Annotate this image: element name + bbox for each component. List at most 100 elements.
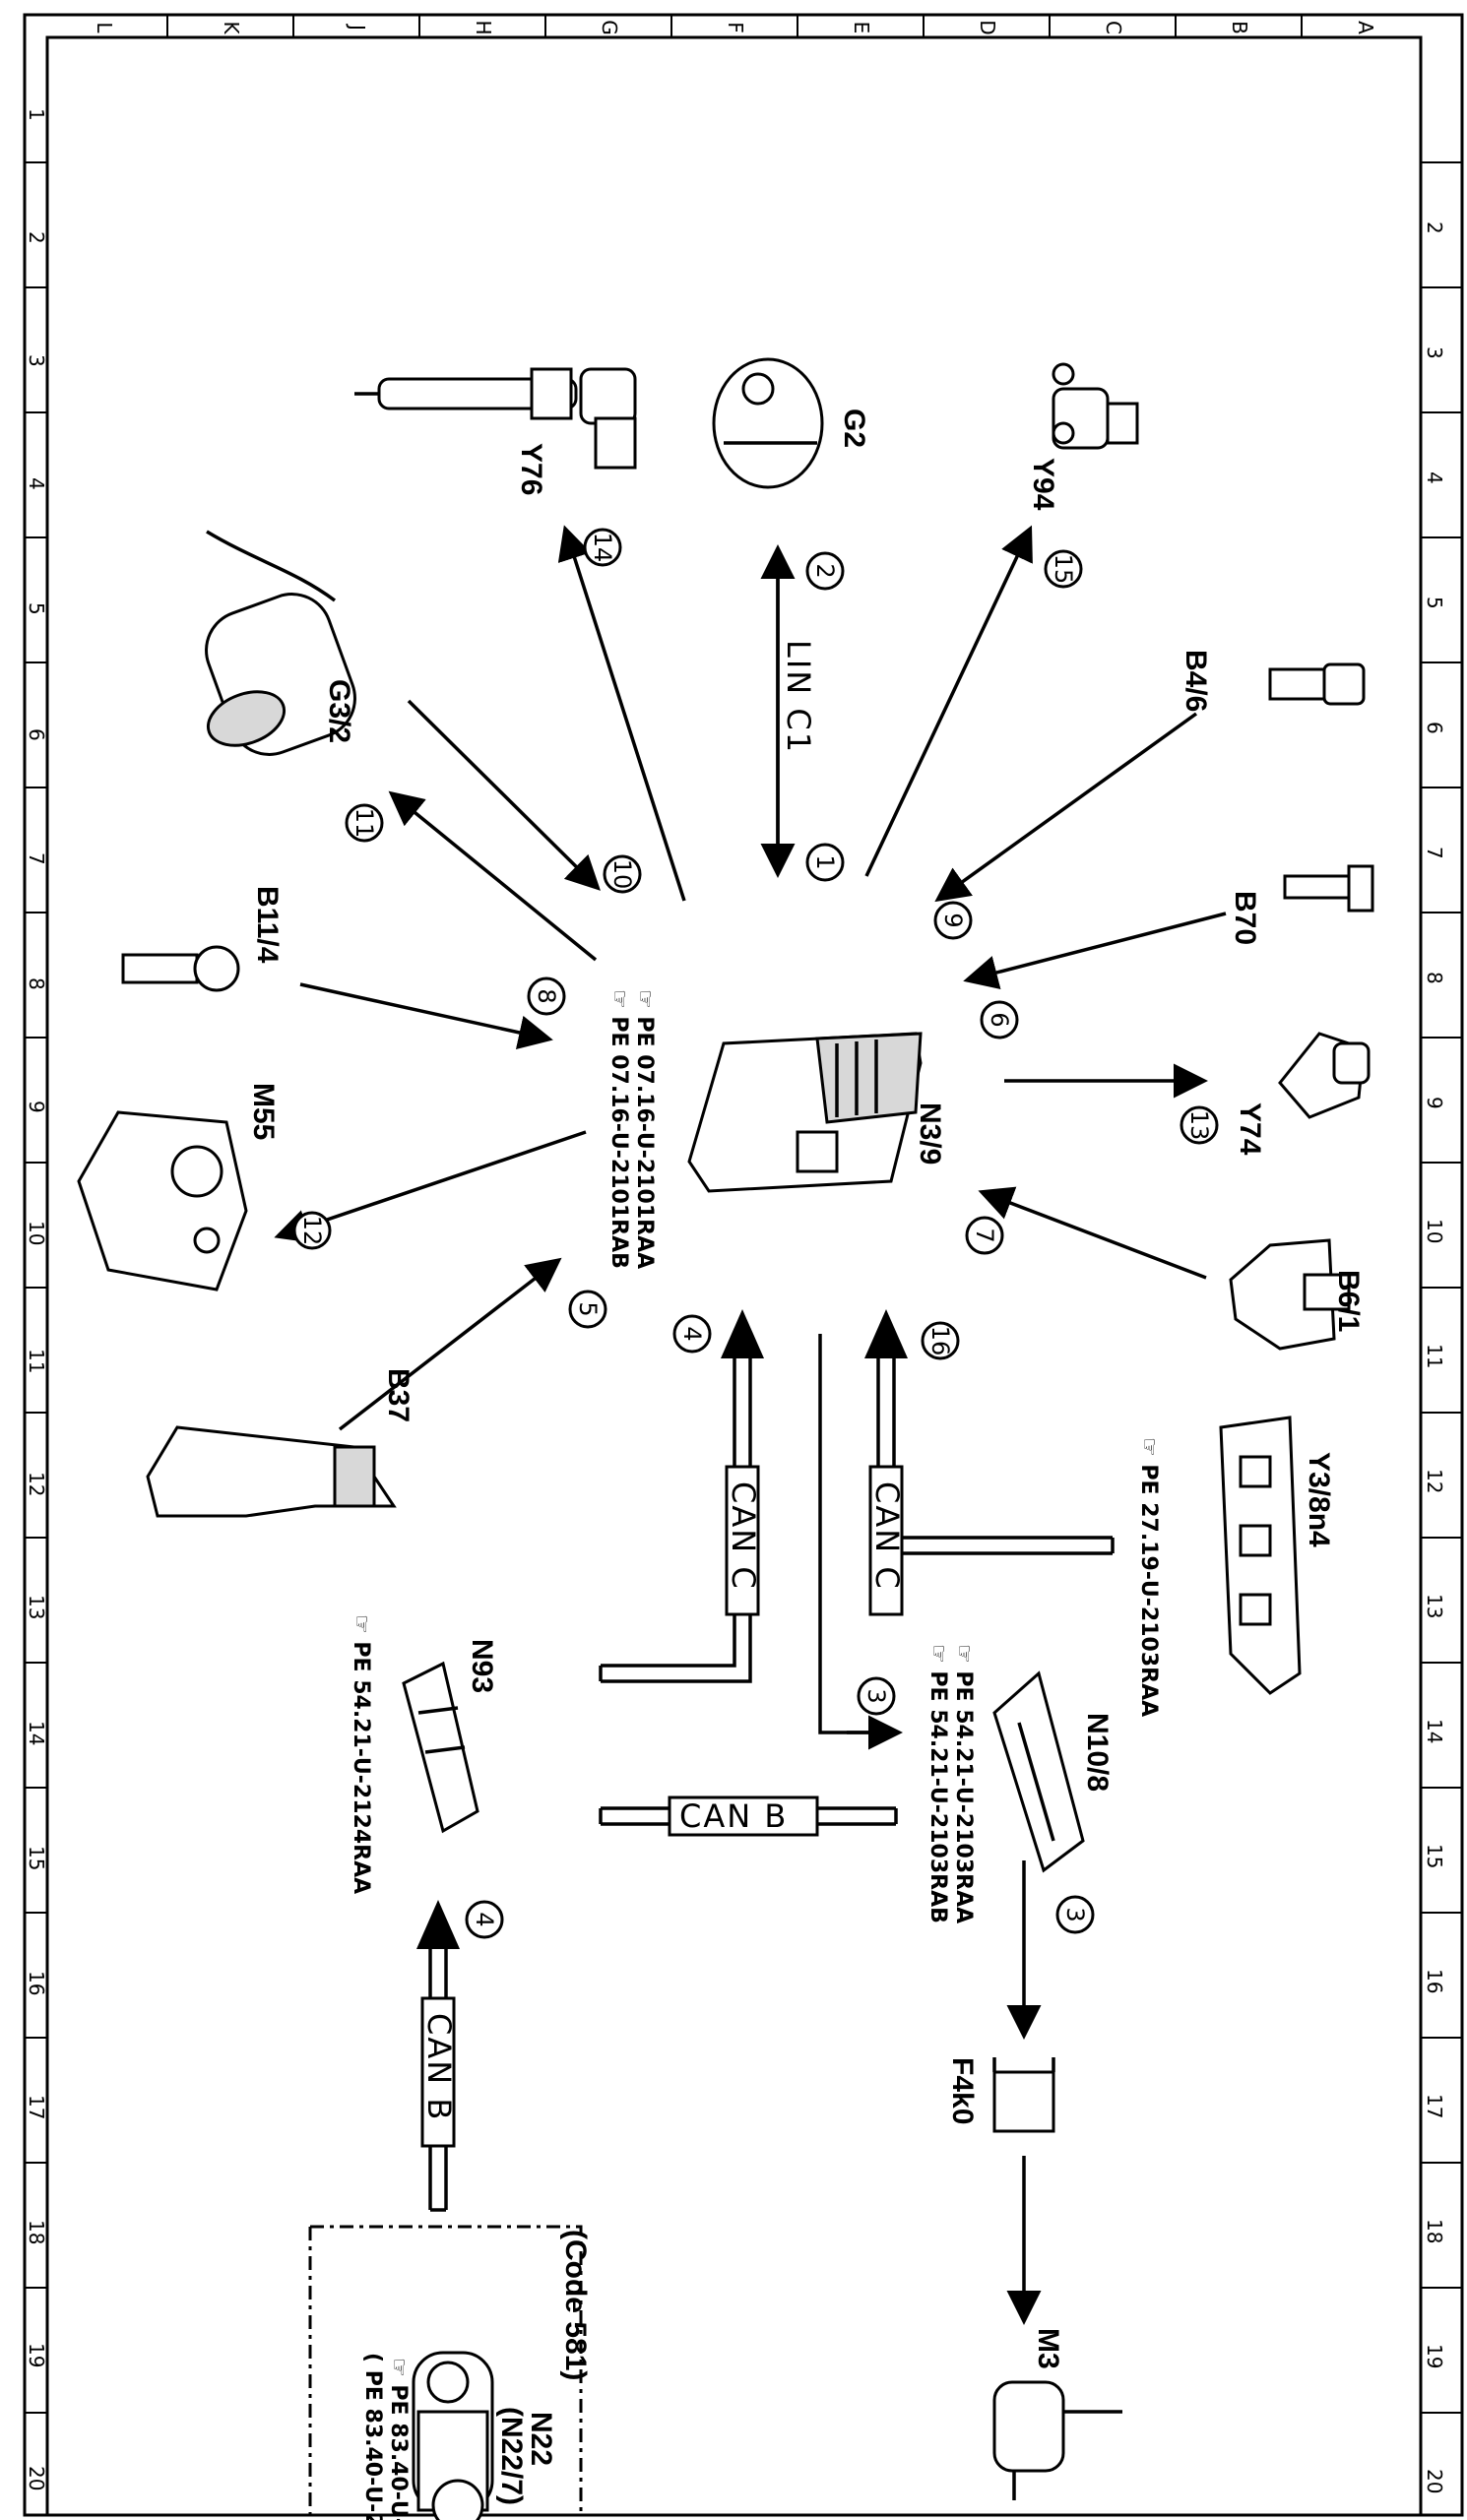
g3-2-sensor [205,530,356,756]
label-m3: M3 [1032,2328,1064,2369]
b70-sensor [1283,864,1374,913]
m55-actuator [77,1110,248,1292]
marker-9: 9 [933,901,973,940]
row-label: 13 [25,1595,48,1619]
label-y3-8n4: Y3/8n4 [1303,1452,1335,1547]
marker-1: 1 [805,843,845,882]
component-labels: Y76 G2 Y94 B4/6 B70 Y74 B6/1 Y3/8n4 N10/… [247,409,1365,2505]
f4k0-relay [992,2057,1055,2133]
column-label: E [850,22,873,34]
column-label: F [724,22,747,33]
svg-text:12: 12 [298,1216,326,1246]
row-label: 18 [25,2220,48,2244]
can-b-bus-1: CAN B [599,1796,898,1837]
row-label: 3 [1423,346,1446,359]
label-n22: N22 [525,2412,557,2466]
ref-n10-8-b: ☞ PE 54.21-U-2103RAB [925,1644,950,1923]
row-label: 15 [25,1846,48,1870]
label-n93: N93 [466,1639,498,1693]
row-grid: 1 2 3 4 5 6 7 8 9 10 11 12 13 14 15 16 1… [25,108,1462,2493]
row-label: 5 [1423,597,1446,609]
column-grid: L K J H G F E D C B A [93,15,1377,37]
n22-control-panel [308,2225,583,2520]
y3-8n4-valve-body [1219,1416,1302,1695]
b4-6-sensor [1268,662,1366,706]
row-label: 4 [25,477,48,490]
svg-text:11: 11 [351,808,378,839]
arrow-7 [978,1186,1207,1280]
row-label: 18 [1423,2219,1446,2243]
label-y94: Y94 [1027,458,1059,511]
row-label: 14 [25,1721,48,1745]
row-label: 20 [1423,2469,1446,2493]
row-label: 17 [1423,2094,1446,2118]
svg-text:7: 7 [971,1228,998,1242]
can-b-label-1: CAN B [679,1797,788,1835]
label-b4-6: B4/6 [1180,650,1212,712]
svg-text:15: 15 [1050,554,1077,585]
marker-11: 11 [345,803,384,843]
row-label: 11 [25,1349,48,1373]
ref-n3-9-a: ☞ PE 07.16-U-2101RAA [632,989,657,1269]
connection-arrows [274,525,1227,2325]
row-label: 12 [1423,1469,1446,1493]
can-c-bus-2: CAN C [864,1309,1115,1616]
can-b-bus-2: CAN B [416,1900,460,2212]
row-label: 6 [25,728,48,741]
row-label: 9 [1423,1097,1446,1109]
label-b37: B37 [382,1368,415,1422]
arrow-3-line [818,1334,871,1734]
column-label: L [93,22,116,33]
label-y74: Y74 [1234,1102,1266,1156]
n3-9-ecu [687,1032,923,1193]
svg-text:13: 13 [1185,1110,1213,1141]
row-label: 17 [25,2095,48,2119]
b6-1-sensor [1229,1238,1351,1351]
ref-y3-8n4: ☞ PE 27.19-U-2103RAA [1136,1437,1161,1717]
svg-text:6: 6 [986,1012,1013,1027]
row-label: 19 [1423,2344,1446,2368]
label-f4k0: F4k0 [946,2057,979,2124]
svg-text:14: 14 [589,533,616,563]
arrow-9 [934,712,1198,903]
pe-references: ☞ PE 07.16-U-2101RAA ☞ PE 07.16-U-2101RA… [349,989,1161,2520]
marker-8: 8 [527,976,566,1016]
svg-text:2: 2 [811,563,839,578]
row-label: 10 [25,1221,48,1245]
row-label: 7 [1423,847,1446,859]
marker-6: 6 [980,1000,1019,1040]
can-b-label-2: CAN B [420,2013,458,2121]
row-label: 8 [1423,972,1446,984]
label-b11-4: B11/4 [251,886,284,964]
row-label: 20 [25,2466,48,2490]
svg-text:9: 9 [939,913,967,927]
svg-text:16: 16 [926,1326,954,1356]
label-n22-code: (Code 581) [559,2230,592,2380]
row-label: 2 [1423,221,1446,234]
svg-text:1: 1 [811,854,839,869]
column-label: C [1102,21,1125,34]
markers: 1 2 3 4 5 6 7 8 9 10 11 12 13 14 15 16 3… [292,528,1219,1939]
label-b6-1: B6/1 [1332,1270,1365,1332]
marker-4: 4 [672,1314,712,1354]
svg-text:4: 4 [471,1912,498,1926]
arrow-12 [274,1130,587,1243]
ref-n3-9-b: ☞ PE 07.16-U-2101RAB [606,989,631,1269]
row-label: 16 [1423,1969,1446,1993]
row-label: 10 [1423,1219,1446,1243]
row-label: 5 [25,602,48,615]
column-label: A [1354,21,1377,34]
ref-n93: ☞ PE 54.21-U-2124RAA [349,1614,373,1894]
arrow-10 [407,699,601,891]
row-label: 6 [1423,722,1446,734]
lin-bus-label: LIN C1 [780,640,817,754]
row-label: 4 [1423,472,1446,484]
row-label: 3 [25,354,48,367]
y74-actuator [1278,1032,1371,1119]
arrow-11 [388,790,598,962]
b11-4-sensor [121,945,240,992]
b37-pedal [146,1425,397,1518]
label-n22-7: (N22/7) [495,2407,528,2505]
marker-12: 12 [292,1211,332,1250]
